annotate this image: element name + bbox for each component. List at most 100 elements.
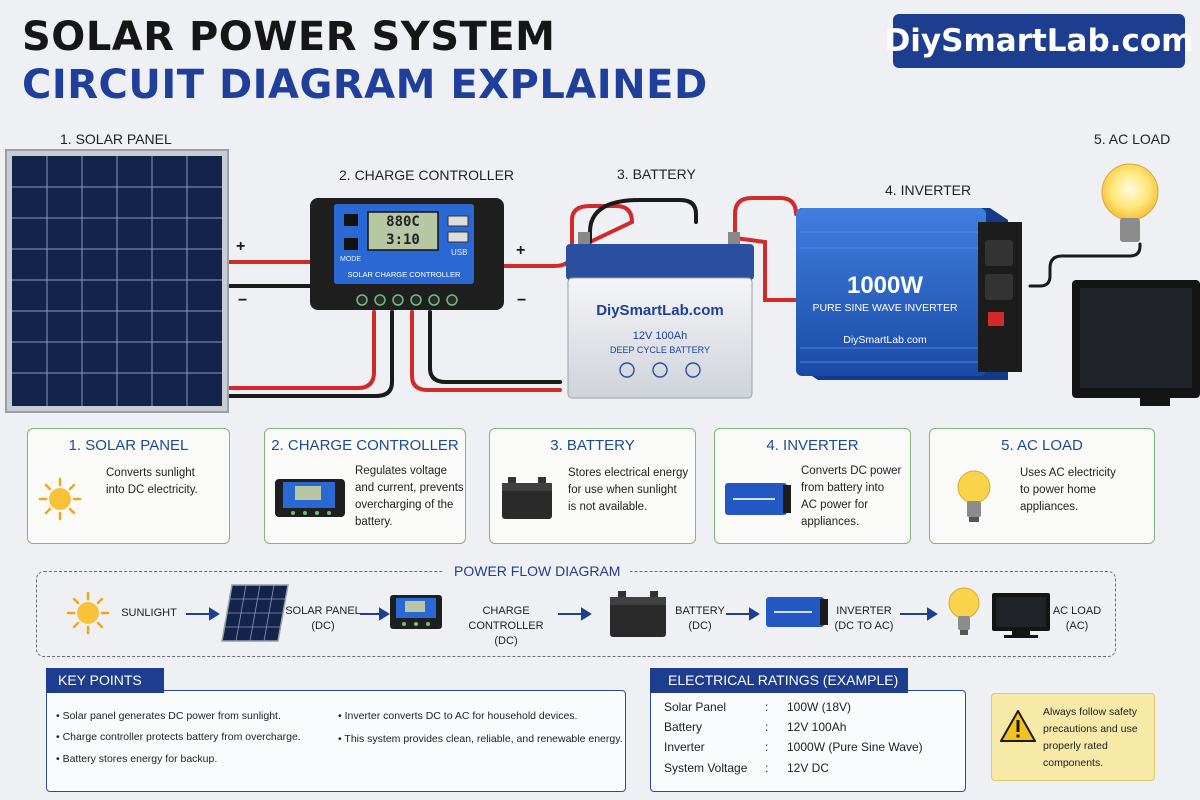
rating-sep: : bbox=[765, 700, 769, 714]
card-title: 1. SOLAR PANEL bbox=[68, 437, 189, 454]
rating-sep: : bbox=[765, 740, 769, 754]
battery-icon bbox=[610, 591, 666, 637]
card-desc-line: is not available. bbox=[568, 501, 648, 513]
battery-brand: DiySmartLab.com bbox=[596, 302, 724, 319]
label-inverter: 4. INVERTER bbox=[885, 182, 972, 198]
key-points-title: KEY POINTS bbox=[46, 668, 164, 693]
panel-minus-sign: − bbox=[238, 292, 248, 309]
label-ac-load: 5. AC LOAD bbox=[1094, 131, 1171, 147]
card-desc-line: from battery into bbox=[801, 482, 885, 494]
key-points-box bbox=[46, 690, 626, 792]
rating-key: Solar Panel bbox=[664, 700, 727, 714]
card-desc-line: Converts DC power bbox=[801, 465, 902, 477]
card-title: 2. CHARGE CONTROLLER bbox=[271, 437, 459, 454]
card-inverter: 4. INVERTER Converts DC power from batte… bbox=[714, 428, 911, 544]
battery-rating: 12V 100Ah bbox=[632, 330, 688, 342]
light-bulb-icon bbox=[1101, 163, 1159, 242]
card-desc-line: appliances. bbox=[801, 516, 860, 528]
power-flow-graphics bbox=[66, 584, 1050, 642]
card-desc-line: to power home bbox=[1020, 484, 1097, 496]
solar-panel-icon bbox=[5, 149, 229, 413]
battery-icon bbox=[502, 477, 552, 519]
controller-name: SOLAR CHARGE CONTROLLER bbox=[347, 270, 461, 279]
monitor-icon bbox=[992, 593, 1050, 638]
panel-plus-sign: + bbox=[236, 238, 246, 255]
inverter-type: PURE SINE WAVE INVERTER bbox=[812, 302, 958, 314]
safety-note bbox=[991, 693, 1155, 781]
flow-step-battery: BATTERY(DC) bbox=[675, 605, 725, 632]
label-battery: 3. BATTERY bbox=[617, 166, 696, 182]
sun-icon bbox=[38, 477, 82, 521]
card-solar-panel: 1. SOLAR PANEL Converts sunlight into DC… bbox=[27, 428, 230, 544]
card-title: 5. AC LOAD bbox=[1001, 437, 1083, 454]
controller-display-bottom: 3:10 bbox=[386, 232, 420, 248]
card-desc-line: AC power for bbox=[801, 499, 869, 511]
card-desc-line: into DC electricity. bbox=[106, 484, 198, 496]
light-bulb-icon bbox=[948, 587, 980, 635]
rating-value: 12V 100Ah bbox=[787, 720, 847, 734]
inverter-power: 1000W bbox=[846, 272, 924, 299]
controller-minus-sign: − bbox=[517, 292, 527, 309]
flow-arrows bbox=[186, 607, 938, 621]
card-title: 3. BATTERY bbox=[550, 437, 635, 454]
inverter-icon bbox=[725, 483, 791, 515]
charge-controller-icon bbox=[310, 198, 504, 310]
key-point-item: • Solar panel generates DC power from su… bbox=[56, 710, 281, 722]
charge-controller-icon bbox=[390, 595, 442, 629]
brand-badge: DiySmartLab.com bbox=[885, 14, 1193, 68]
circuit-diagram bbox=[5, 149, 1200, 413]
ratings-box bbox=[650, 690, 966, 792]
charge-controller-icon bbox=[275, 479, 345, 517]
rating-sep: : bbox=[765, 761, 769, 775]
card-desc-line: Uses AC electricity bbox=[1020, 467, 1116, 479]
label-charge-controller: 2. CHARGE CONTROLLER bbox=[339, 167, 515, 183]
monitor-icon bbox=[1072, 280, 1200, 406]
flow-step-ac-load: AC LOAD(AC) bbox=[1052, 605, 1102, 632]
flow-step-sunlight: SUNLIGHT bbox=[121, 607, 177, 619]
power-flow-title: POWER FLOW DIAGRAM bbox=[444, 563, 631, 579]
ratings-title: ELECTRICAL RATINGS (EXAMPLE) bbox=[650, 668, 908, 693]
warning-icon bbox=[1000, 710, 1036, 742]
card-desc-line: for use when sunlight bbox=[568, 484, 677, 496]
sun-icon bbox=[66, 591, 110, 635]
card-desc-line: Converts sunlight bbox=[106, 467, 195, 479]
page-title-line2: CIRCUIT DIAGRAM EXPLAINED bbox=[22, 62, 708, 108]
card-desc-line: appliances. bbox=[1020, 501, 1079, 513]
controller-mode-label: MODE bbox=[340, 256, 361, 263]
battery-type: DEEP CYCLE BATTERY bbox=[609, 345, 711, 355]
key-point-item: • Battery stores energy for backup. bbox=[56, 753, 218, 765]
rating-value: 1000W (Pure Sine Wave) bbox=[787, 740, 923, 754]
rating-sep: : bbox=[765, 720, 769, 734]
card-title: 4. INVERTER bbox=[766, 437, 859, 454]
inverter-icon bbox=[766, 597, 828, 627]
inverter-icon bbox=[796, 208, 1022, 380]
safety-text: Always follow safety precautions and use… bbox=[1043, 706, 1138, 769]
card-battery: 3. BATTERY Stores electrical energy for … bbox=[489, 428, 696, 544]
key-point-item: • Charge controller protects battery fro… bbox=[56, 731, 301, 743]
card-desc-line: Regulates voltage bbox=[355, 465, 448, 477]
flow-step-inverter: INVERTER(DC TO AC) bbox=[834, 605, 894, 632]
controller-display-top: 880C bbox=[386, 214, 420, 230]
card-desc-line: Stores electrical energy bbox=[568, 467, 689, 479]
page-title-line1: SOLAR POWER SYSTEM bbox=[22, 14, 556, 60]
rating-key: Inverter bbox=[664, 740, 705, 754]
key-point-item: • This system provides clean, reliable, … bbox=[338, 733, 623, 745]
card-desc-line: overcharging of the bbox=[355, 499, 454, 511]
inverter-brand: DiySmartLab.com bbox=[843, 334, 927, 346]
solar-panel-icon bbox=[221, 584, 289, 642]
card-charge-controller: 2. CHARGE CONTROLLER Regulates voltage a… bbox=[264, 428, 466, 544]
battery-icon bbox=[566, 232, 754, 399]
rating-key: Battery bbox=[664, 720, 703, 734]
light-bulb-icon bbox=[957, 470, 991, 522]
card-ac-load: 5. AC LOAD Uses AC electricity to power … bbox=[929, 428, 1155, 544]
controller-plus-sign: + bbox=[516, 242, 526, 259]
label-solar-panel: 1. SOLAR PANEL bbox=[60, 131, 172, 147]
key-point-item: • Inverter converts DC to AC for househo… bbox=[338, 710, 578, 722]
flow-step-solar-panel: SOLAR PANEL(DC) bbox=[285, 605, 361, 632]
rating-value: 12V DC bbox=[787, 761, 830, 775]
card-desc-line: and current, prevents bbox=[355, 482, 464, 494]
rating-value: 100W (18V) bbox=[787, 700, 852, 714]
card-desc-line: battery. bbox=[355, 516, 393, 528]
flow-step-charge-controller: CHARGE CONTROLLER(DC) bbox=[468, 605, 544, 647]
controller-usb-label: USB bbox=[451, 248, 468, 257]
